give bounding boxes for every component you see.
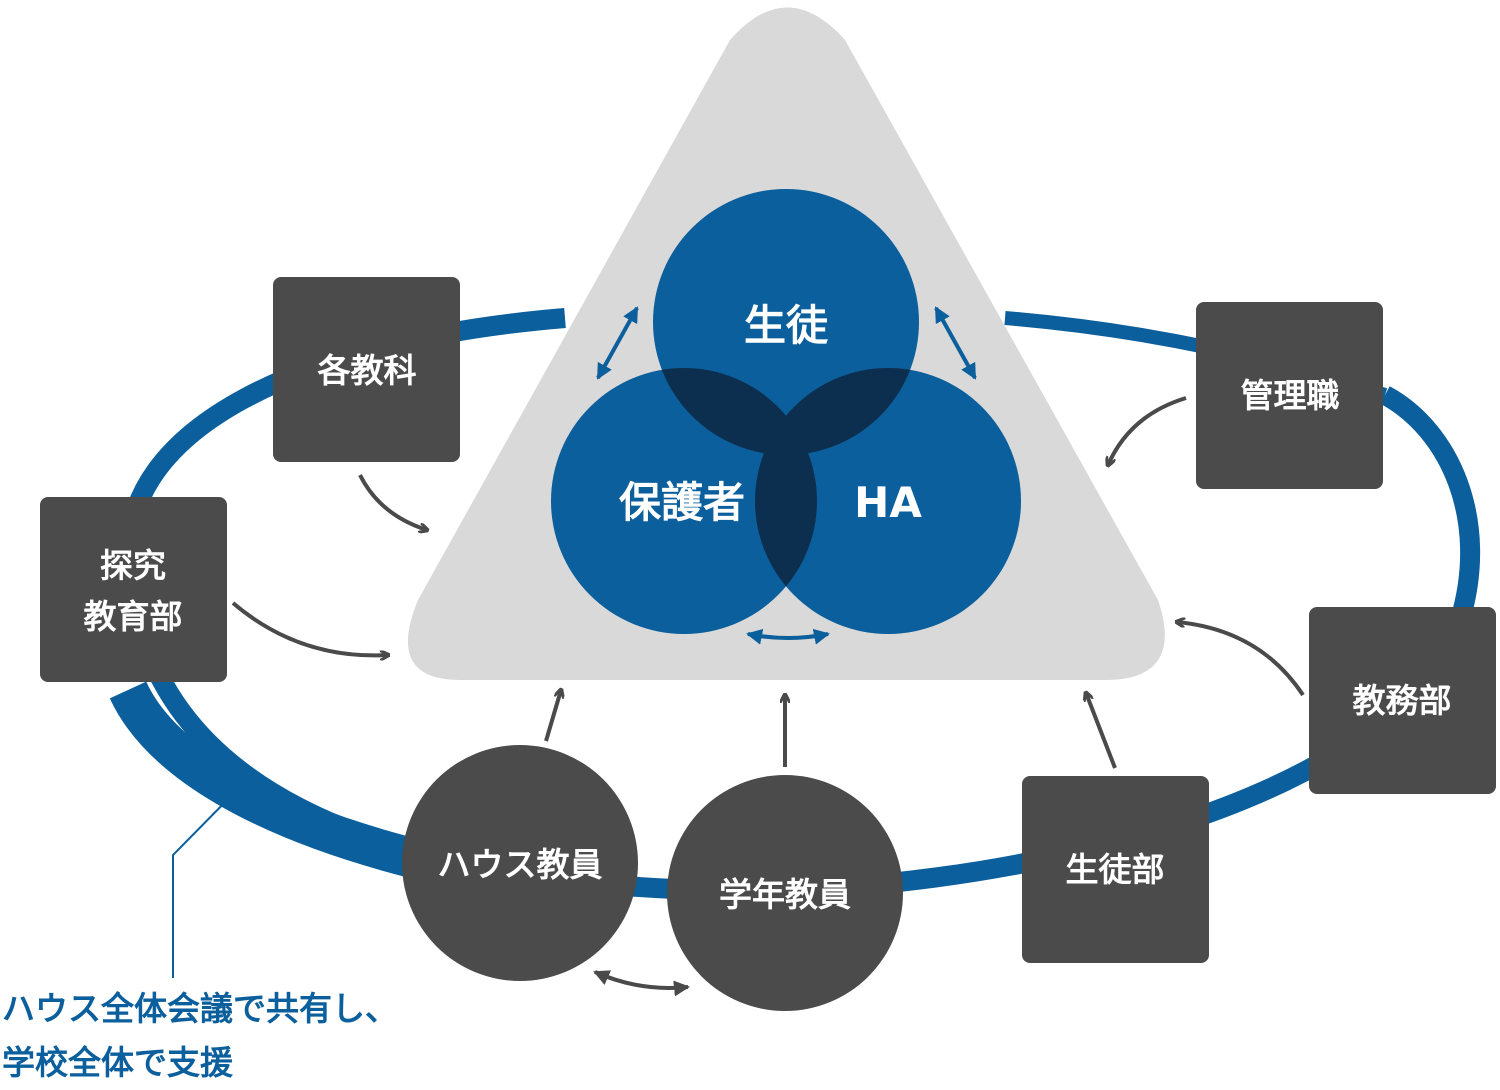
student-guardian-arrow <box>596 306 639 380</box>
academic-affairs-arrow <box>1177 622 1305 697</box>
caption-line-2: 学校全体で支援 <box>2 1043 233 1082</box>
student-ha-overlap <box>755 368 919 455</box>
house-teachers-circle: ハウス教員 <box>402 745 638 981</box>
management-box: 管理職 <box>1196 302 1383 489</box>
teachers-exchange-arrow <box>593 970 690 997</box>
student-label: 生徒 <box>744 301 829 350</box>
subjects-arrow <box>358 474 427 530</box>
ha-label: HA <box>854 478 922 527</box>
inquiry-label-line2: 教育部 <box>84 597 183 636</box>
student-ha-arrow <box>934 306 977 380</box>
inquiry-box: 探究 教育部 <box>40 497 227 682</box>
guardian-ha-arrow <box>746 628 830 645</box>
guardian-label: 保護者 <box>619 478 745 527</box>
grade-teachers-circle: 学年教員 <box>667 775 903 1011</box>
student-affairs-box: 生徒部 <box>1022 776 1209 963</box>
student-affairs-label: 生徒部 <box>1066 850 1165 889</box>
subjects-box: 各教科 <box>273 277 460 462</box>
grade-teachers-label: 学年教員 <box>719 875 851 914</box>
management-label: 管理職 <box>1241 376 1340 415</box>
student-affairs-arrow <box>1086 693 1117 769</box>
inquiry-arrow <box>231 601 388 655</box>
subjects-label: 各教科 <box>317 351 417 390</box>
support-ring-thick-segment <box>109 681 425 880</box>
academic-affairs-label: 教務部 <box>1353 681 1452 720</box>
student-guardian-overlap <box>653 368 817 455</box>
caption-line-1: ハウス全体会議で共有し、 <box>2 989 398 1028</box>
caption-leader-line <box>172 789 238 978</box>
academic-affairs-box: 教務部 <box>1309 607 1496 794</box>
caption: ハウス全体会議で共有し、 学校全体で支援 <box>2 982 398 1090</box>
management-arrow <box>1108 396 1187 465</box>
house-teachers-arrow <box>544 690 561 742</box>
house-teachers-label: ハウス教員 <box>438 845 603 884</box>
inquiry-label-line1: 探究 <box>100 546 166 585</box>
